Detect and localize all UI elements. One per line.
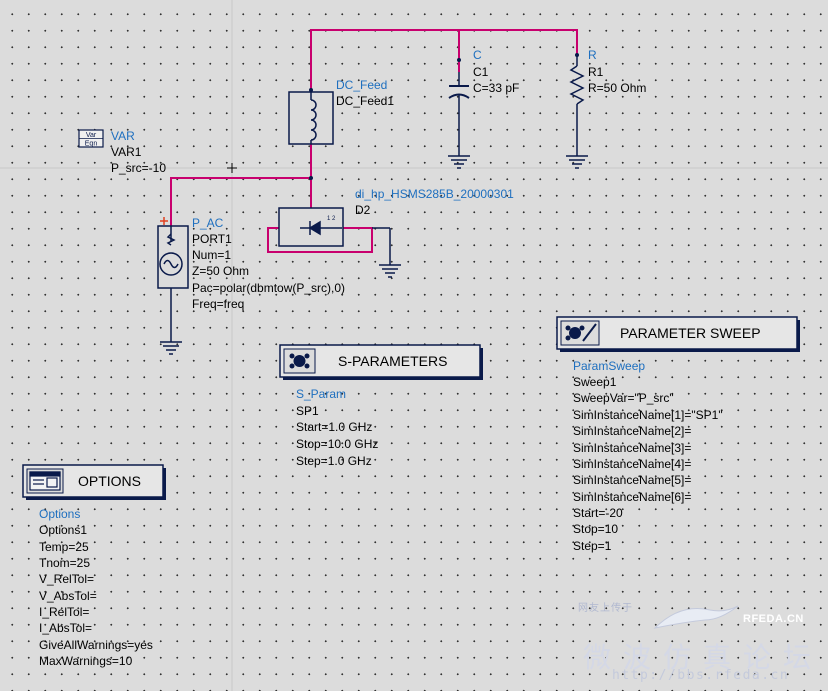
watermark-chinese: 微波仿真论坛: [583, 641, 824, 674]
options-param[interactable]: Temp=25: [39, 540, 89, 554]
ac-source-symbol[interactable]: [157, 225, 189, 355]
watermark-url: http://bbs.rfeda.cn: [612, 668, 790, 683]
sp-name-label: SP1: [296, 404, 319, 418]
resistor-symbol[interactable]: [566, 55, 588, 169]
options-window-icon: [29, 471, 61, 491]
pin-markers: [309, 53, 579, 180]
sweep-param[interactable]: SimInstanceName[1]="SP1": [573, 408, 723, 422]
watermark-bird-icon: [653, 605, 739, 629]
res-name-label: R1: [588, 65, 604, 79]
diode-name-label: D2: [355, 203, 371, 217]
wires[interactable]: [170, 29, 578, 253]
options-param[interactable]: Tnom=25: [39, 556, 91, 570]
port-param[interactable]: Freq=freq: [192, 297, 245, 311]
res-type-label: R: [588, 48, 597, 62]
diode-ground-icon: [379, 264, 401, 278]
sweep-param[interactable]: Start=-20: [573, 506, 623, 520]
res-value-label[interactable]: R=50 Ohm: [588, 81, 647, 95]
s-parameters-controller[interactable]: [279, 344, 483, 380]
var-icon-bottom: Eqn: [85, 141, 98, 148]
options-param[interactable]: GiveAllWarnings=yes: [39, 638, 153, 652]
options-type-label: Options: [39, 507, 81, 521]
sp-param[interactable]: Start=1.0 GHz: [296, 420, 373, 434]
parameter-sweep-title: PARAMETER SWEEP: [620, 325, 761, 341]
options-controller[interactable]: [22, 464, 166, 500]
wire-diode-loop: [267, 227, 373, 253]
options-param[interactable]: MaxWarnings=10: [39, 654, 133, 668]
watermark-upload-text: 网友上传于: [578, 603, 633, 614]
wire-port-to-node: [170, 177, 311, 226]
options-param[interactable]: V_RelTol=: [39, 572, 95, 586]
sp-type-label: S_Param: [296, 387, 347, 401]
cap-value-label[interactable]: C=33 pF: [473, 81, 520, 95]
var-eqn-icon[interactable]: Var Eqn: [78, 129, 104, 148]
cursor-crosshair: [227, 163, 237, 173]
res-ground-icon: [566, 155, 588, 169]
sweep-param[interactable]: SimInstanceName[3]=: [573, 441, 692, 455]
sweep-param[interactable]: SimInstanceName[4]=: [573, 457, 692, 471]
options-name-label: Options1: [39, 523, 88, 537]
diode-symbol[interactable]: 1 2: [278, 207, 401, 278]
port-type-label: P_AC: [192, 216, 224, 230]
param-sweep-icon: [565, 323, 597, 342]
s-param-icon: [289, 353, 310, 369]
svg-text:1 2: 1 2: [327, 216, 336, 222]
diode-type-label: di_hp_HSMS285B_20000301: [355, 187, 514, 201]
port-name-label: PORT1: [192, 232, 232, 246]
sweep-type-label: ParamSweep: [573, 359, 646, 373]
var-icon-top: Var: [86, 132, 97, 139]
options-param[interactable]: V_AbsTol=: [39, 589, 97, 603]
sweep-param[interactable]: SimInstanceName[6]=: [573, 490, 692, 504]
dc-feed-name-label: DC_Feed1: [336, 94, 395, 108]
dc-feed-symbol[interactable]: [288, 91, 334, 145]
watermark-brand: RFEDA.CN: [743, 613, 804, 625]
cap-type-label: C: [473, 48, 482, 62]
plus-marker-icon: [160, 217, 168, 225]
sp-param[interactable]: Step=1.0 GHz: [296, 454, 372, 468]
parameter-sweep-controller[interactable]: [556, 316, 800, 352]
cap-ground-icon: [448, 155, 470, 169]
var-type-label: VAR: [111, 129, 135, 143]
options-title: OPTIONS: [78, 473, 142, 489]
s-parameters-title: S-PARAMETERS: [338, 353, 448, 369]
options-param[interactable]: I_RelTol=: [39, 605, 90, 619]
var-param-label[interactable]: P_src=-10: [111, 161, 167, 175]
port-param[interactable]: Pac=polar(dbmtow(P_src),0): [192, 281, 346, 295]
options-param[interactable]: I_AbsTol=: [39, 621, 93, 635]
capacitor-symbol[interactable]: [448, 72, 470, 169]
sweep-param[interactable]: Stop=10: [573, 522, 619, 536]
port-param[interactable]: Num=1: [192, 248, 232, 262]
cap-name-label: C1: [473, 65, 489, 79]
sweep-param[interactable]: SimInstanceName[2]=: [573, 424, 692, 438]
sp-param[interactable]: Stop=10.0 GHz: [296, 437, 379, 451]
var-name-label: VAR1: [111, 145, 142, 159]
sweep-param[interactable]: Step=1: [573, 539, 612, 553]
port-param[interactable]: Z=50 Ohm: [192, 264, 250, 278]
sweep-name-label: Sweep1: [573, 375, 617, 389]
sweep-param[interactable]: SweepVar="P_src": [573, 391, 674, 405]
sweep-param[interactable]: SimInstanceName[5]=: [573, 473, 692, 487]
wire-top-rail: [310, 29, 578, 90]
port-ground-icon: [160, 341, 182, 355]
dc-feed-type-label: DC_Feed: [336, 78, 388, 92]
